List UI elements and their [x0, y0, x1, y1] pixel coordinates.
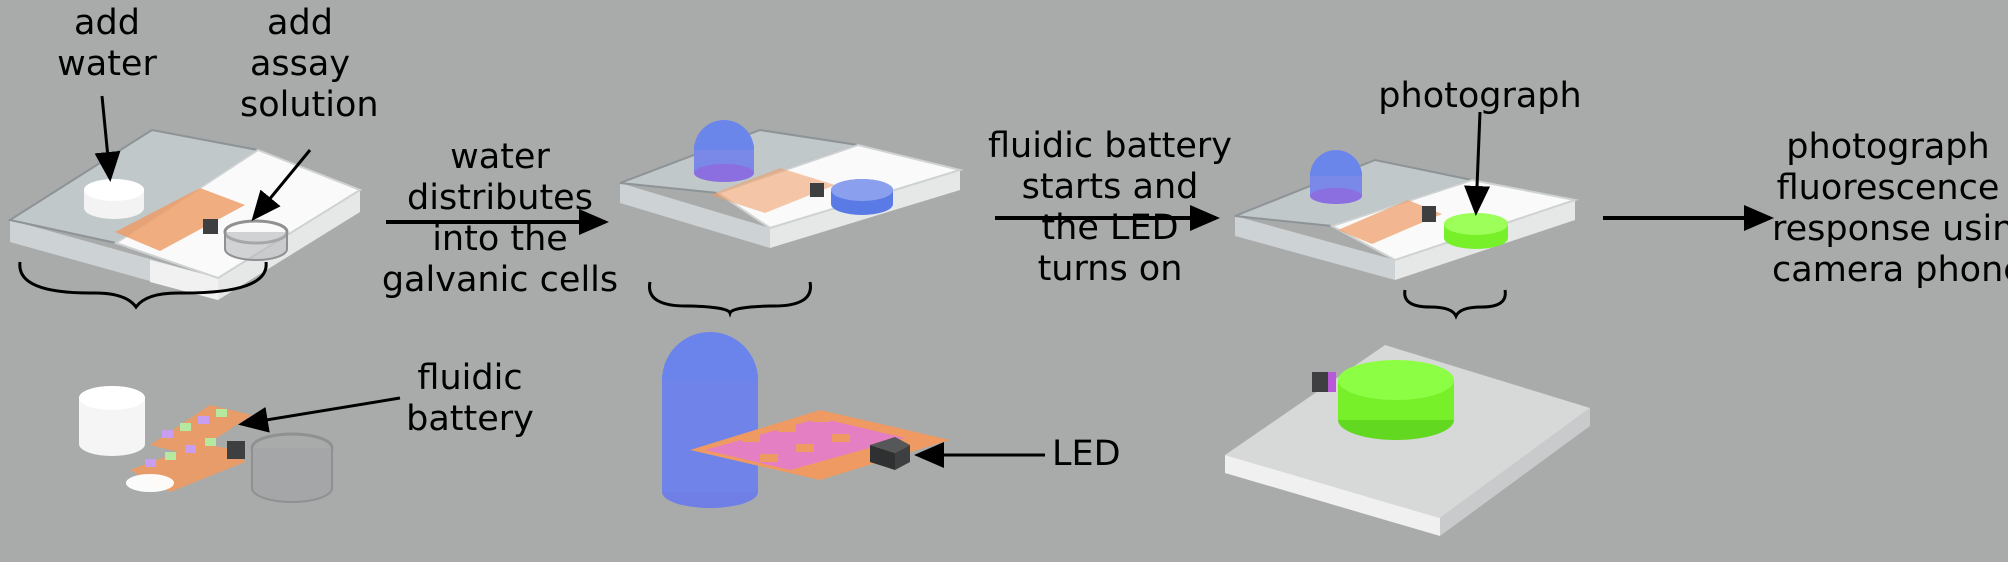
label-photograph: photograph [1360, 76, 1600, 117]
label-led: LED [1052, 434, 1142, 475]
battery-reservoir-bottom [79, 432, 145, 456]
device-2-slab-side [620, 183, 770, 248]
battery-cell-7 [185, 445, 196, 453]
device-2-dome-base [694, 164, 754, 182]
pad-2 [778, 424, 796, 432]
label-line: add [267, 3, 333, 43]
battery-exploded-view [79, 386, 334, 503]
base-plate-side [1440, 408, 1590, 536]
device-3-green-rim [1444, 213, 1508, 235]
green-disk-top [1338, 360, 1454, 400]
pad-3 [812, 414, 830, 422]
battery-cell-6 [165, 452, 176, 460]
label-line: LED [1052, 434, 1121, 474]
device-led-on [1234, 150, 1579, 280]
dome-cap [662, 332, 758, 380]
label-line: fluidic battery [987, 126, 1232, 166]
label-line: water [57, 44, 157, 84]
label-line: photograph [1378, 76, 1582, 116]
device-2-dome-cap [694, 120, 754, 150]
label-line: the LED [1041, 208, 1179, 248]
pad-1 [742, 434, 760, 442]
result-led-accent [1328, 372, 1336, 392]
led-top [870, 437, 910, 453]
water-inlet-bottom [84, 197, 144, 219]
brace-2 [648, 281, 812, 318]
battery-reservoir-rim [79, 386, 145, 410]
device-2-electrode-strip [710, 168, 835, 213]
device-1-slab-side-right [218, 190, 360, 300]
battery-cell-2 [180, 423, 191, 431]
led-side [895, 445, 910, 470]
label-line: assay [249, 44, 351, 84]
brace-1 [18, 261, 268, 310]
label-water-distributes: water distributes into the galvanic cell… [380, 137, 620, 301]
label-line: distributes [407, 178, 593, 218]
battery-paper-strip [150, 405, 252, 455]
battery-led [227, 441, 245, 459]
battery-cell-1 [162, 430, 173, 438]
label-line: galvanic cells [381, 260, 619, 300]
device-3-dome-cap [1310, 150, 1362, 176]
led-exploded-view [662, 332, 950, 508]
label-line: battery [406, 399, 534, 439]
battery-cell-3 [198, 416, 209, 424]
label-line: fluorescence [1776, 168, 2000, 208]
label-add-assay-solution: add assay solution [240, 3, 379, 126]
pad-4 [760, 454, 778, 462]
device-2-assay-rim [831, 179, 893, 201]
device-3-led [1422, 206, 1436, 222]
water-inlet-rim [84, 179, 144, 201]
result-exploded-view [1225, 345, 1590, 536]
label-line: photograph [1786, 127, 1990, 167]
pad-5 [796, 444, 814, 452]
pad-6 [832, 434, 850, 442]
device-3-slab-side [1235, 216, 1395, 280]
device-distributed [619, 120, 964, 248]
device-1-paper-top [113, 148, 363, 280]
label-line: camera phone [1772, 250, 2008, 290]
label-line: response using [1772, 209, 2008, 249]
base-plate-front [1225, 455, 1440, 536]
led-front [870, 445, 895, 470]
label-battery-starts: fluidic battery starts and the LED turns… [975, 126, 1245, 290]
label-fluidic-battery: fluidic battery [395, 358, 545, 440]
device-1-led [203, 219, 218, 234]
label-line: turns on [1037, 249, 1183, 289]
label-line: starts and [1021, 167, 1199, 207]
assay-ring-side [224, 232, 288, 261]
arrow-add-assay [251, 149, 312, 222]
arrow-photograph [1464, 111, 1491, 216]
device-3-electrode-strip [1338, 200, 1442, 244]
result-led-front [1312, 372, 1328, 392]
brace-3 [1403, 289, 1507, 320]
label-line: add [74, 3, 140, 43]
battery-cell-4 [216, 409, 227, 417]
battery-cell-8 [205, 438, 216, 446]
device-2-led [810, 183, 824, 197]
device-3-dome-base [1310, 188, 1362, 204]
battery-ring-side [251, 448, 333, 503]
device-1-electrode-strip [115, 188, 245, 251]
dome-body [662, 375, 758, 492]
label-line: fluidic [417, 358, 523, 398]
device-1-paper-side [150, 260, 218, 300]
label-line: water [450, 137, 550, 177]
arrow-fluidic-battery [238, 396, 401, 433]
arrow-add-water [94, 95, 121, 182]
label-photograph-response: photograph fluorescence response using c… [1772, 127, 2008, 291]
label-line: solution [240, 85, 379, 125]
battery-white-pad [126, 474, 174, 492]
label-add-water: add water [52, 3, 162, 85]
device-initial [7, 128, 363, 300]
battery-cell-5 [145, 459, 156, 467]
label-line: into the [432, 219, 568, 259]
